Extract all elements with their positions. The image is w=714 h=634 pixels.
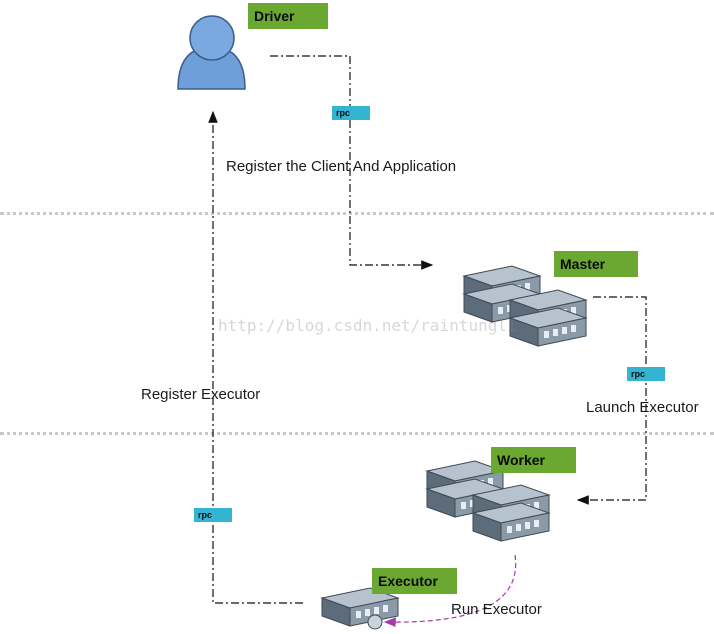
rpc-badge: rpc	[194, 508, 232, 522]
rpc-badge: rpc	[627, 367, 665, 381]
register-app-label: Register the Client And Application	[226, 158, 457, 175]
rpc-badge: rpc	[332, 106, 370, 120]
run-executor-label: Run Executor	[451, 601, 542, 618]
worker-to-executor-connector	[383, 554, 517, 628]
watermark: http://blog.csdn.net/raintungli	[218, 316, 517, 335]
executor-label: Executor	[372, 568, 457, 594]
register-executor-label: Register Executor	[141, 386, 261, 403]
user-icon	[177, 15, 246, 90]
driver-label: Driver	[248, 3, 328, 29]
master-label: Master	[554, 251, 638, 277]
section-separator	[0, 432, 714, 435]
executor-to-driver-connector	[208, 110, 303, 604]
server-stack-icon	[462, 265, 588, 347]
server-icon	[320, 587, 400, 630]
master-to-worker-connector	[576, 296, 647, 505]
worker-label: Worker	[491, 447, 576, 473]
server-stack-icon	[425, 460, 551, 542]
section-separator	[0, 212, 714, 215]
driver-to-master-connector	[270, 55, 434, 270]
launch-executor-label: Launch Executor	[586, 399, 699, 416]
